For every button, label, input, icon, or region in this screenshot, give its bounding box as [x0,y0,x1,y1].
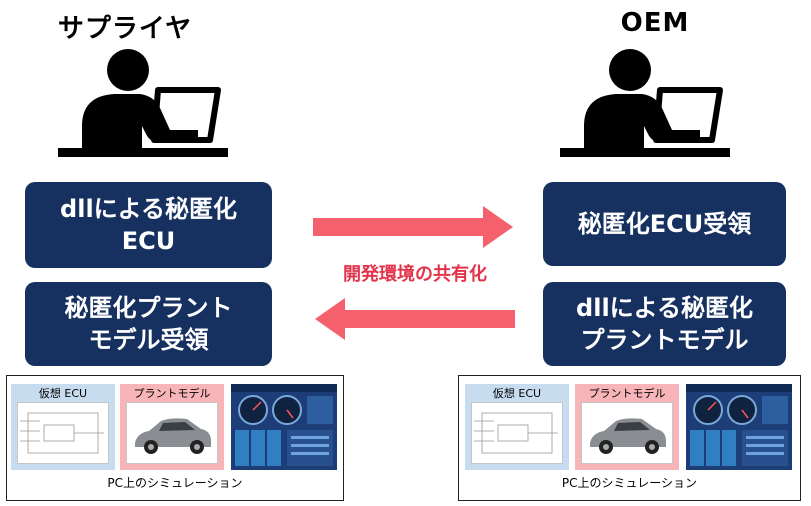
plant-model-thumbnail: プラントモデル [575,384,679,470]
car-image [126,402,218,464]
oem-box-top-line1: 秘匿化ECU受領 [577,210,752,238]
plant-model-thumbnail: プラントモデル [120,384,224,470]
arrow-right-icon [313,206,513,248]
supplier-title: サプライヤ [57,14,193,44]
virtual-ecu-thumbnail: 仮想 ECU [11,384,115,470]
virtual-ecu-label: 仮想 ECU [492,387,542,400]
virtual-ecu-thumbnail: 仮想 ECU [465,384,569,470]
supplier-simulation-panel: 仮想 ECU プラントモデル [6,375,344,501]
supplier-person-at-laptop-icon [58,49,228,157]
arrow-left-icon [315,298,515,340]
oem-simulation-panel: 仮想 ECU プラントモデル [458,375,801,501]
supplier-plant-received-box: 秘匿化プラント モデル受領 [25,282,272,366]
shared-environment-label: 開発環境の共有化 [343,264,487,285]
car-image [581,402,673,464]
oem-box-bottom-line1: dllによる秘匿化 [576,294,753,322]
simulation-caption: PC上のシミュレーション [107,476,243,490]
simulation-caption: PC上のシミュレーション [561,476,698,490]
oem-ecu-received-box: 秘匿化ECU受領 [543,182,786,266]
virtual-ecu-label: 仮想 ECU [38,387,88,400]
oem-person-at-laptop-icon [560,49,730,157]
dashboard-gauges-image [231,384,337,470]
supplier-box-top-line2: ECU [121,227,176,255]
plant-model-label: プラントモデル [133,387,211,400]
ecu-block-diagram [17,402,109,464]
supplier-box-top-line1: dllによる秘匿化 [60,195,237,223]
supplier-ecu-obfuscation-box: dllによる秘匿化 ECU [25,182,272,268]
oem-box-bottom-line2: プラントモデル [580,326,749,354]
dashboard-gauges-image [686,384,792,470]
supplier-box-bottom-line1: 秘匿化プラント [64,294,233,322]
ecu-block-diagram [471,402,563,464]
supplier-box-bottom-line2: モデル受領 [88,326,209,354]
oem-title: OEM [620,8,690,38]
oem-plant-obfuscation-box: dllによる秘匿化 プラントモデル [543,282,786,366]
plant-model-label: プラントモデル [588,387,666,400]
